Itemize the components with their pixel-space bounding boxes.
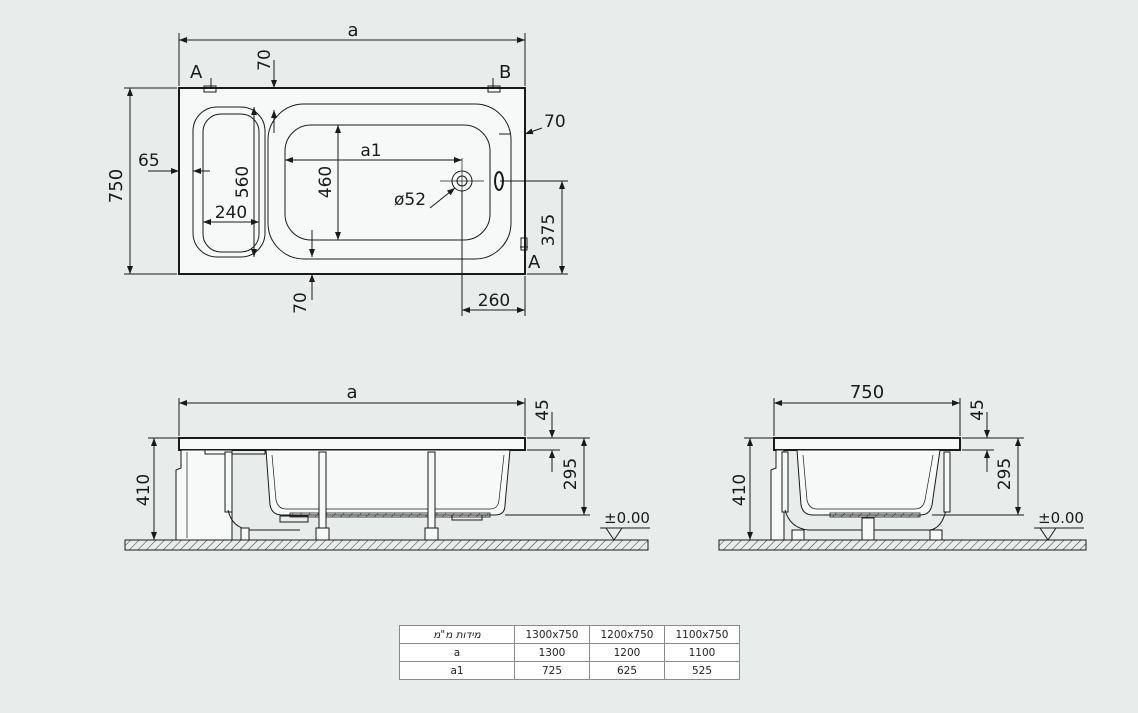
label-45-end: 45	[968, 399, 988, 421]
plan-seat-outer	[192, 106, 266, 258]
table-size-1100: 1100x750	[664, 625, 740, 644]
label-410-end: 410	[730, 474, 750, 506]
end-view: 750 45 410 295 ±0.00	[718, 382, 1087, 551]
label-level-side: ±0.00	[604, 509, 650, 527]
table-row: a 1300 1200 1100	[399, 643, 740, 662]
plan-seat-inner	[202, 113, 260, 253]
side-seat-plate	[204, 449, 266, 455]
table-cell: 1300	[514, 643, 590, 662]
label-a-top: a	[347, 20, 358, 41]
side-basin	[265, 449, 511, 516]
level-marker-end	[1039, 527, 1057, 541]
table-cell: 525	[664, 661, 740, 680]
section-label-b: B	[499, 62, 511, 83]
label-a-side: a	[346, 382, 357, 403]
section-label-a-bottom: A	[528, 252, 541, 273]
table-row-label: a	[399, 643, 515, 662]
label-295-side: 295	[561, 458, 581, 490]
plan-view: a 70 A B A 70 65 750 560 240 a1 460	[106, 20, 568, 316]
label-70-right: 70	[544, 112, 566, 132]
end-basin	[796, 449, 941, 516]
label-260: 260	[478, 291, 510, 311]
dimensions-table: מידות מ"מ 1300x750 1200x750 1100x750 a 1…	[399, 625, 740, 680]
table-size-1300: 1300x750	[514, 625, 590, 644]
end-rim	[773, 437, 961, 451]
floor-end	[718, 539, 1087, 551]
table-header-row: מידות מ"מ 1300x750 1200x750 1100x750	[399, 625, 740, 644]
table-cell: 1200	[589, 643, 665, 662]
table-cell: 1100	[664, 643, 740, 662]
table-cell: 625	[589, 661, 665, 680]
label-295-end: 295	[995, 458, 1015, 490]
label-750-plan: 750	[106, 169, 127, 203]
label-level-end: ±0.00	[1038, 509, 1084, 527]
floor-side	[124, 539, 649, 551]
label-45-side: 45	[533, 399, 553, 421]
side-head-block	[175, 449, 233, 541]
end-legs	[781, 451, 951, 541]
label-70-bottom: 70	[291, 292, 311, 314]
level-marker-side	[605, 527, 623, 541]
label-750-end: 750	[850, 382, 884, 403]
bracket-b	[487, 85, 501, 93]
side-rim	[178, 437, 526, 451]
side-view: a 45 410 295 ±0.00	[124, 382, 650, 551]
table-header-label: מידות מ"מ	[399, 625, 515, 644]
bracket-a	[203, 85, 217, 93]
plan-basin-inner	[284, 124, 491, 241]
label-a1: a1	[360, 141, 381, 161]
table-size-1200: 1200x750	[589, 625, 665, 644]
table-row: a1 725 625 525	[399, 661, 740, 680]
table-row-label: a1	[399, 661, 515, 680]
label-65: 65	[138, 151, 160, 171]
label-240: 240	[215, 203, 247, 223]
side-legs	[224, 451, 483, 541]
label-375: 375	[539, 214, 559, 246]
section-label-a-top: A	[190, 62, 203, 83]
label-70-top: 70	[255, 49, 275, 71]
label-460: 460	[316, 166, 336, 198]
bracket-a2	[520, 237, 528, 251]
label-560: 560	[233, 166, 253, 198]
label-drain-diameter: ø52	[394, 190, 426, 210]
table-cell: 725	[514, 661, 590, 680]
label-410-side: 410	[134, 474, 154, 506]
